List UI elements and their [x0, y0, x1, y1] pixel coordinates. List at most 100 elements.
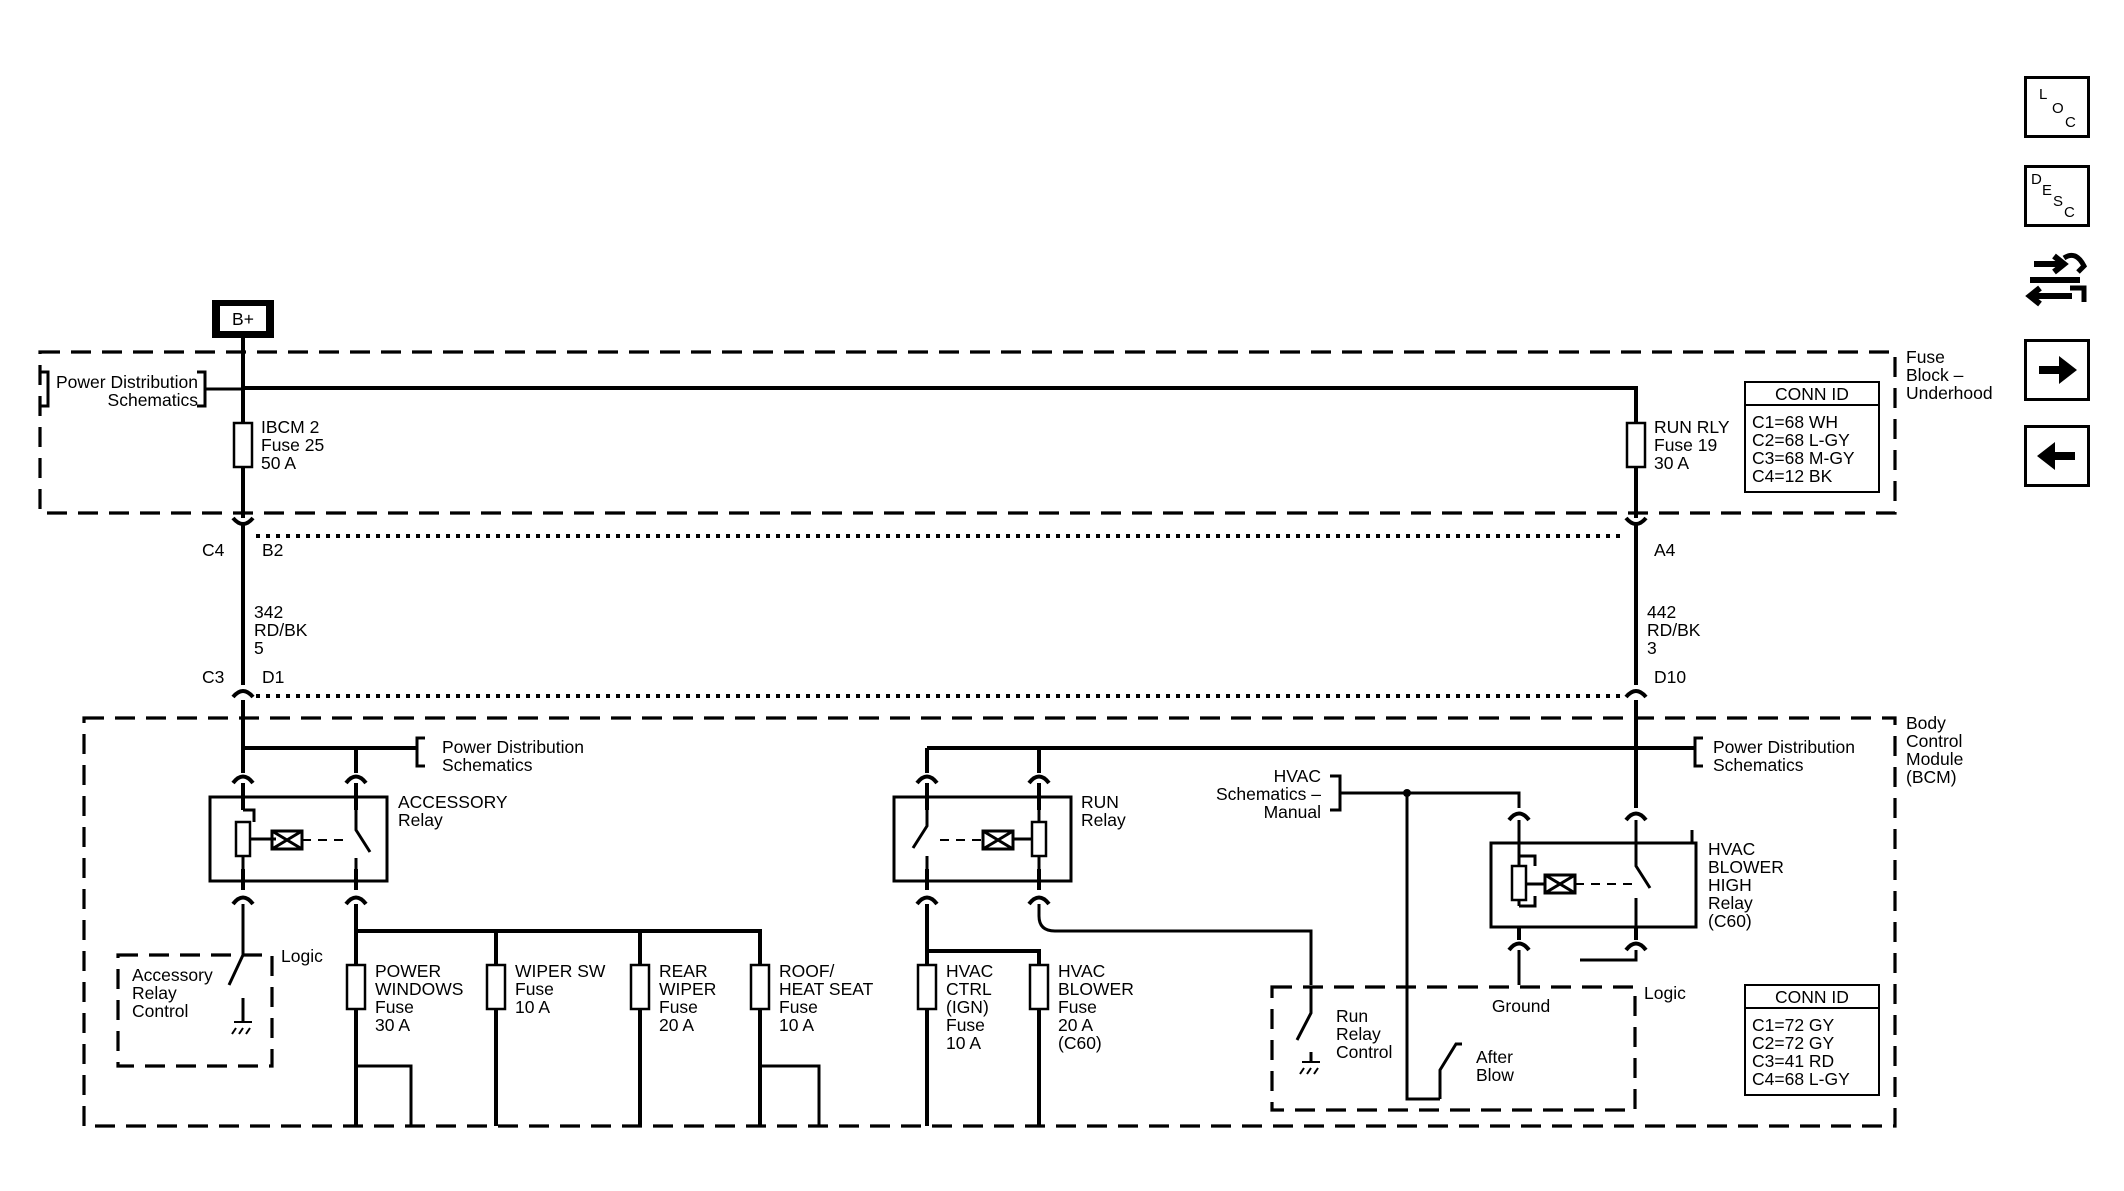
battery-label: B+ [232, 309, 254, 329]
svg-text:RUN RLY: RUN RLY [1654, 417, 1730, 437]
svg-text:3: 3 [1647, 638, 1657, 658]
svg-text:O: O [2052, 100, 2064, 117]
svg-text:Underhood: Underhood [1906, 383, 1993, 403]
svg-text:Body: Body [1906, 713, 1946, 733]
svg-text:Manual: Manual [1264, 802, 1321, 822]
svg-text:Relay: Relay [1336, 1024, 1381, 1044]
svg-text:D10: D10 [1654, 667, 1686, 687]
svg-text:Fuse: Fuse [515, 979, 554, 999]
fuse-block-title: Fuse Block – Underhood [1906, 347, 1993, 403]
loc-button[interactable]: L O C [2024, 76, 2090, 138]
svg-text:ACCESSORY: ACCESSORY [398, 792, 508, 812]
connector-c3: C3 D1 D10 [202, 667, 1686, 699]
svg-text:Control: Control [1906, 731, 1962, 751]
svg-text:10 A: 10 A [779, 1015, 814, 1035]
svg-text:(IGN): (IGN) [946, 997, 989, 1017]
svg-text:Accessory: Accessory [132, 965, 213, 985]
svg-text:30 A: 30 A [1654, 453, 1689, 473]
svg-text:Fuse: Fuse [1058, 997, 1097, 1017]
svg-text:20 A: 20 A [1058, 1015, 1093, 1035]
svg-text:L: L [2039, 86, 2047, 103]
power-distribution-ref-left[interactable]: Power Distribution Schematics [415, 736, 584, 775]
hvac-schematics-ref[interactable]: HVAC Schematics – Manual [1216, 766, 1407, 822]
svg-text:C3: C3 [202, 667, 224, 687]
svg-text:CONN ID: CONN ID [1775, 987, 1849, 1007]
connector-view-icon[interactable] [2024, 244, 2090, 318]
run-relay: RUN Relay [892, 774, 1126, 906]
arrow-right-icon [2039, 356, 2077, 384]
svg-text:Power Distribution: Power Distribution [56, 372, 198, 392]
svg-text:Relay: Relay [132, 983, 177, 1003]
power-distribution-ref-right[interactable]: Power Distribution Schematics [1693, 736, 1855, 775]
svg-text:Block –: Block – [1906, 365, 1964, 385]
svg-text:C1=72 GY: C1=72 GY [1752, 1015, 1835, 1035]
fuse-power-windows: POWER WINDOWS Fuse 30 A [345, 961, 463, 1035]
svg-text:C: C [2064, 204, 2075, 221]
svg-text:POWER: POWER [375, 961, 441, 981]
arrow-left-icon [2037, 442, 2075, 470]
svg-text:Power Distribution: Power Distribution [442, 737, 584, 757]
svg-text:Relay: Relay [398, 810, 443, 830]
svg-text:Fuse: Fuse [1906, 347, 1945, 367]
svg-text:Fuse: Fuse [375, 997, 414, 1017]
svg-text:Power Distribution: Power Distribution [1713, 737, 1855, 757]
svg-text:HEAT SEAT: HEAT SEAT [779, 979, 874, 999]
fuse-run-rly [1625, 421, 1647, 469]
svg-text:Fuse: Fuse [659, 997, 698, 1017]
svg-text:WINDOWS: WINDOWS [375, 979, 463, 999]
fuse-ibcm2 [232, 421, 254, 469]
svg-text:Fuse 25: Fuse 25 [261, 435, 324, 455]
svg-text:C2=72 GY: C2=72 GY [1752, 1033, 1835, 1053]
fuse-wiper-sw: WIPER SW Fuse 10 A [485, 961, 606, 1017]
svg-text:Schematics –: Schematics – [1216, 784, 1321, 804]
svg-text:Logic: Logic [1644, 983, 1686, 1003]
svg-text:IBCM 2: IBCM 2 [261, 417, 319, 437]
svg-text:Relay: Relay [1081, 810, 1126, 830]
svg-text:RUN: RUN [1081, 792, 1119, 812]
svg-text:C4: C4 [202, 540, 225, 560]
svg-text:D1: D1 [262, 667, 284, 687]
back-button[interactable] [2024, 425, 2090, 487]
svg-text:BLOWER: BLOWER [1708, 857, 1784, 877]
svg-text:Module: Module [1906, 749, 1963, 769]
svg-text:BLOWER: BLOWER [1058, 979, 1134, 999]
svg-text:HVAC: HVAC [1274, 766, 1321, 786]
svg-text:10 A: 10 A [946, 1033, 981, 1053]
desc-button[interactable]: D E S C [2024, 165, 2090, 227]
svg-text:E: E [2042, 182, 2052, 199]
svg-text:C4=12 BK: C4=12 BK [1752, 466, 1833, 486]
svg-text:20 A: 20 A [659, 1015, 694, 1035]
bcm-title: Body Control Module (BCM) [1906, 713, 1963, 787]
power-distribution-ref-upper[interactable]: Power Distribution Schematics [40, 370, 242, 410]
fuse-roof-heat-seat: ROOF/ HEAT SEAT Fuse 10 A [749, 961, 874, 1035]
svg-text:Logic: Logic [281, 946, 323, 966]
fuse-hvac-blower: HVAC BLOWER Fuse 20 A (C60) [1028, 961, 1134, 1053]
svg-text:C: C [2065, 114, 2076, 131]
svg-text:A4: A4 [1654, 540, 1676, 560]
fuse-ibcm2-label: IBCM 2 Fuse 25 50 A [261, 417, 324, 473]
svg-text:ROOF/: ROOF/ [779, 961, 835, 981]
svg-text:Control: Control [1336, 1042, 1392, 1062]
svg-text:Fuse 19: Fuse 19 [1654, 435, 1717, 455]
svg-text:(BCM): (BCM) [1906, 767, 1957, 787]
svg-text:50 A: 50 A [261, 453, 296, 473]
svg-text:442: 442 [1647, 602, 1676, 622]
run-relay-control-logic: Logic Run Relay Control Ground After Blo… [1270, 983, 1686, 1112]
next-button[interactable] [2024, 339, 2090, 401]
svg-text:CTRL: CTRL [946, 979, 992, 999]
svg-text:HIGH: HIGH [1708, 875, 1752, 895]
wire-342-label: 342 RD/BK 5 [254, 602, 308, 658]
svg-text:Schematics: Schematics [108, 390, 199, 410]
bcm-outline [82, 716, 1897, 1128]
fuse-block-outline [38, 350, 1897, 515]
battery-source: B+ [212, 300, 274, 338]
fuse-hvac-ctrl-ign: HVAC CTRL (IGN) Fuse 10 A [916, 961, 993, 1053]
svg-text:S: S [2053, 193, 2063, 210]
svg-text:C1=68 WH: C1=68 WH [1752, 412, 1838, 432]
conn-id-table-lower: CONN ID C1=72 GY C2=72 GY C3=41 RD C4=68… [1744, 984, 1880, 1096]
svg-text:10 A: 10 A [515, 997, 550, 1017]
connector-c4: C4 B2 A4 [202, 516, 1676, 560]
svg-text:WIPER SW: WIPER SW [515, 961, 606, 981]
svg-text:REAR: REAR [659, 961, 708, 981]
svg-text:RD/BK: RD/BK [1647, 620, 1701, 640]
